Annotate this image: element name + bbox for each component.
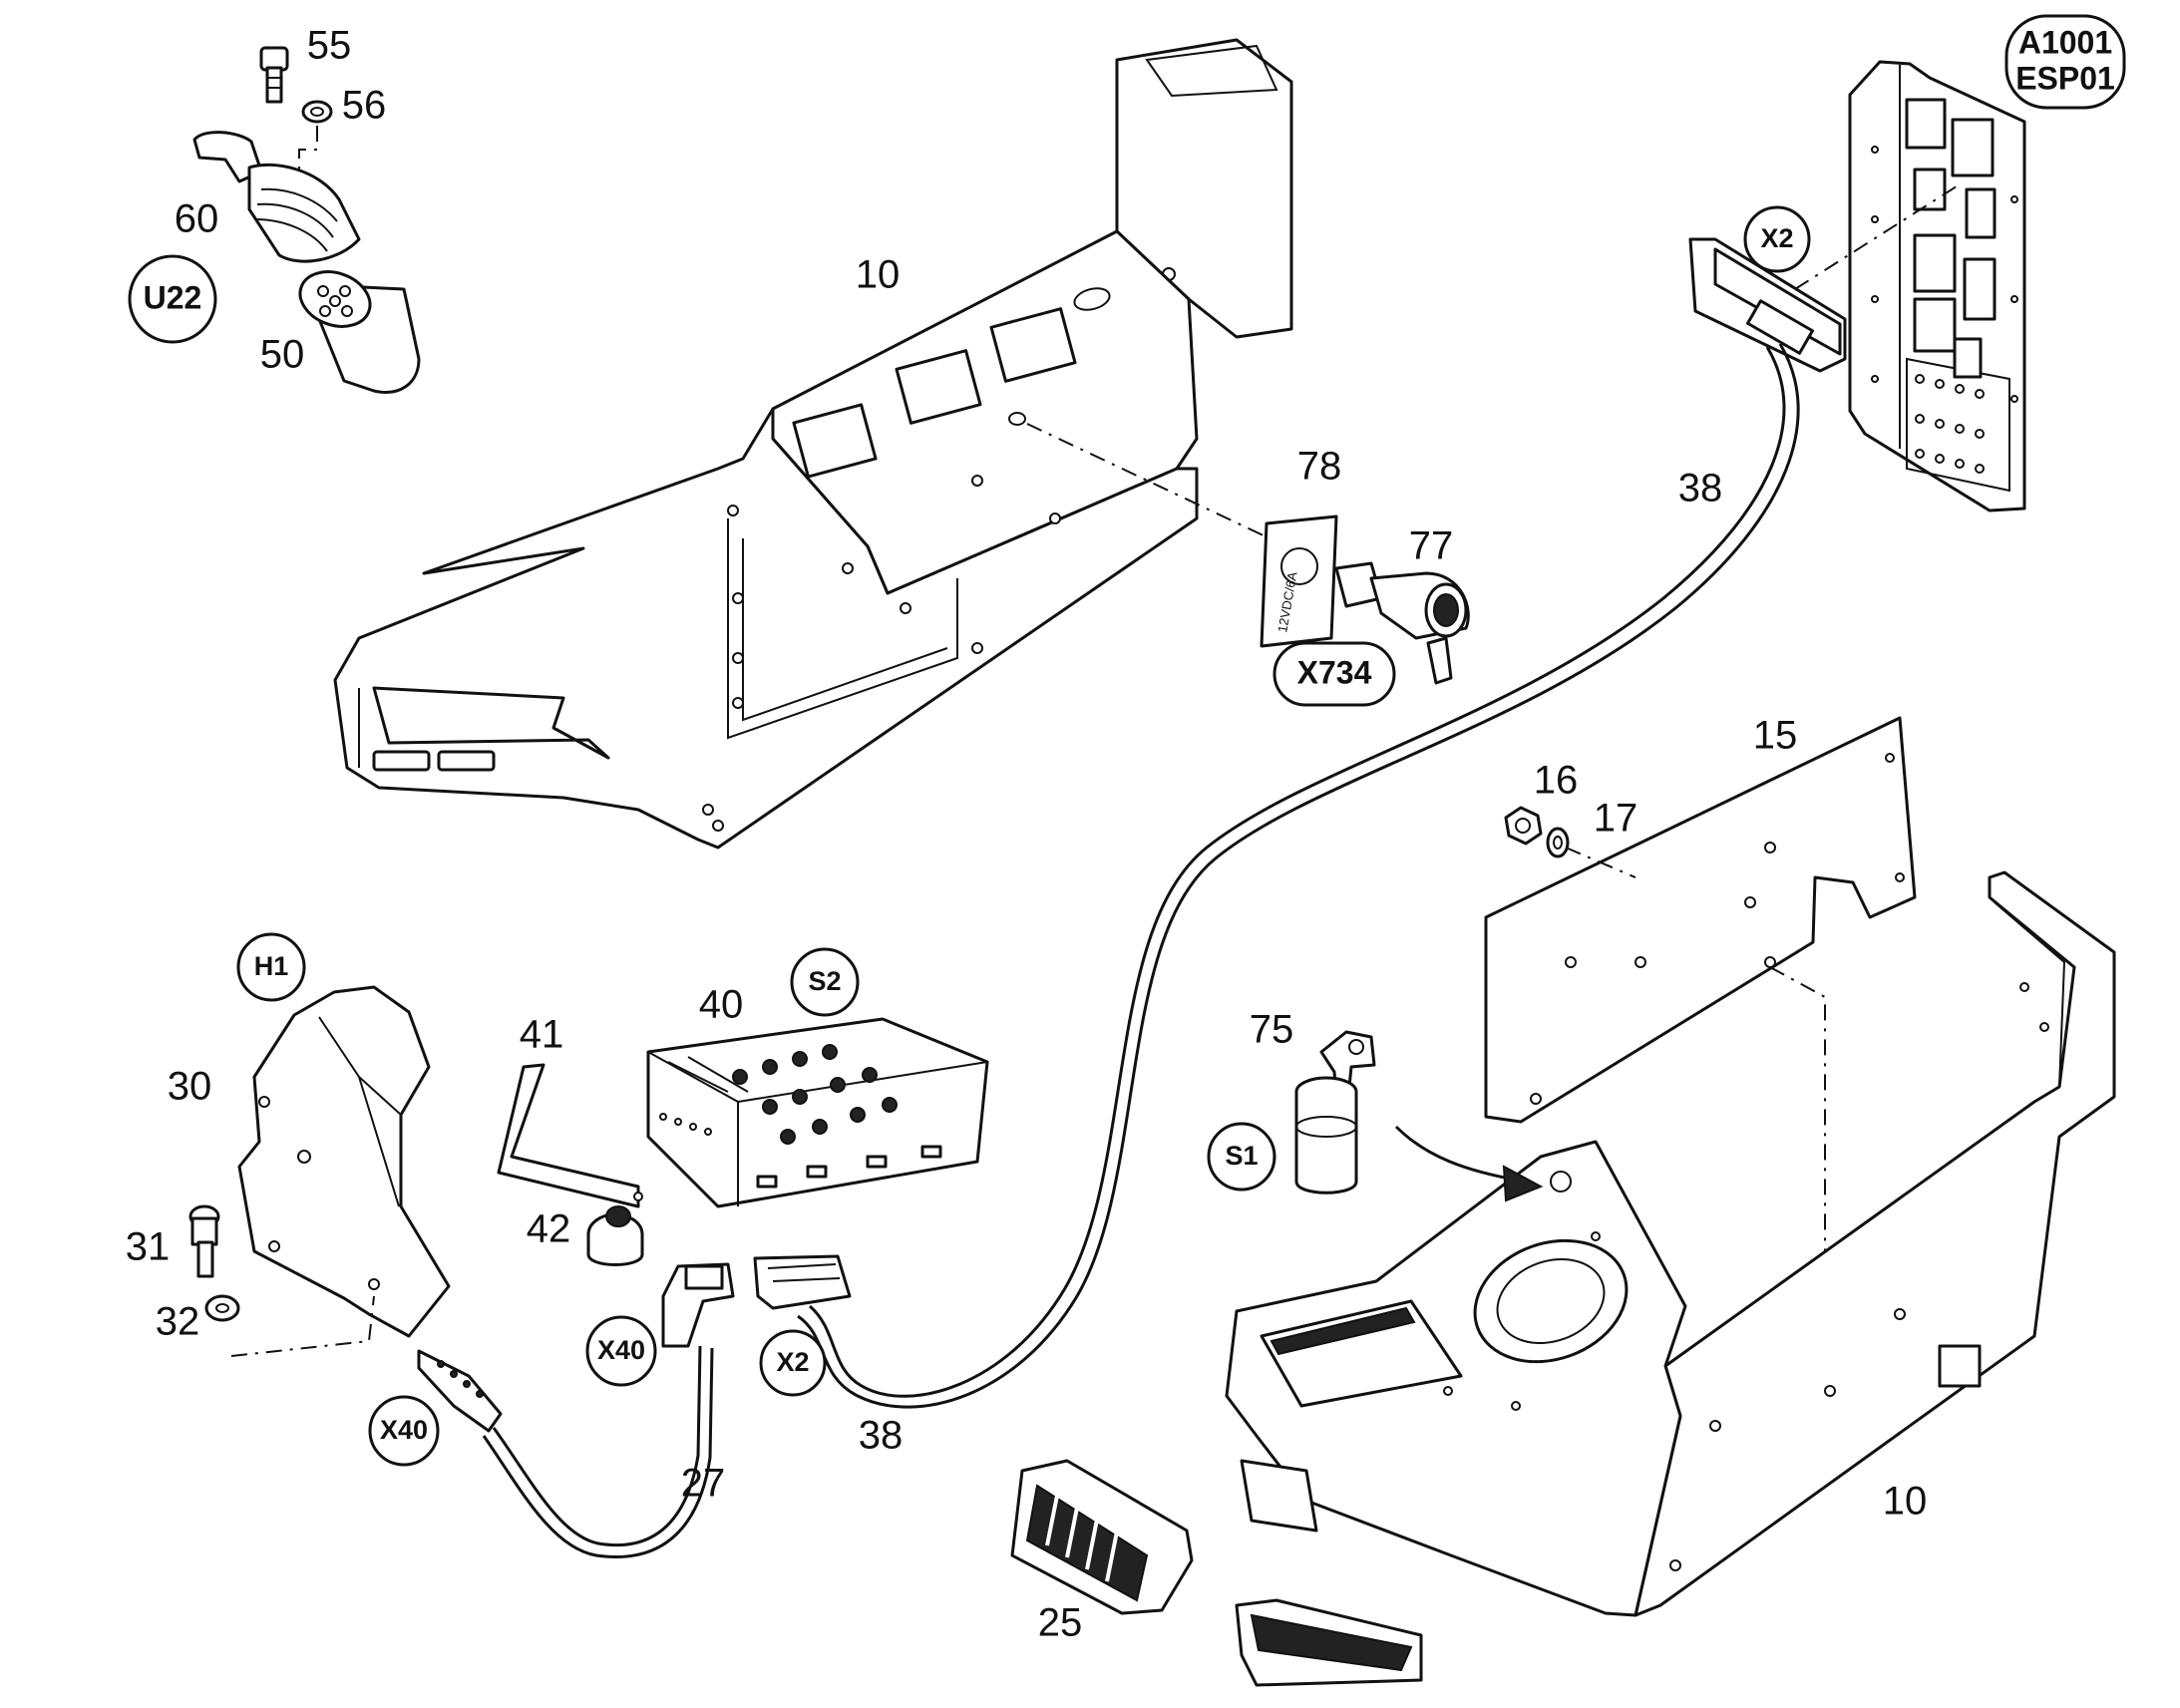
vent-25b: [1235, 1598, 1423, 1687]
tag-x40-left: X40: [368, 1395, 440, 1467]
lower-console-10: [1225, 870, 2116, 1617]
label-10-bottom: 10: [1883, 1480, 1928, 1524]
reference-tags: U22 A1001 ESP01 X2 X734 H1 S2 S1: [128, 14, 2126, 1467]
svg-text:X734: X734: [1297, 654, 1372, 690]
tag-x734: X734: [1272, 641, 1396, 707]
tag-u22: U22: [128, 254, 217, 344]
switch-panel-40: [646, 1017, 989, 1208]
svg-text:X2: X2: [1760, 223, 1793, 253]
label-15: 15: [1753, 714, 1798, 758]
svg-text:S1: S1: [1225, 1141, 1258, 1171]
nut-16: [1504, 806, 1543, 846]
svg-text:X40: X40: [380, 1415, 428, 1445]
key-switch-75: [1294, 1030, 1376, 1195]
label-38-top: 38: [1678, 467, 1723, 511]
power-socket-77: [1334, 561, 1470, 685]
upper-console-panel-10: [333, 38, 1293, 850]
label-17: 17: [1594, 797, 1638, 841]
label-42: 42: [527, 1207, 571, 1251]
label-50: 50: [260, 333, 305, 377]
label-30: 30: [168, 1065, 212, 1109]
item-number-labels: 55 56 60 50 10 78 77 38 15 16 17 41 40 3…: [126, 24, 1928, 1645]
label-32: 32: [156, 1300, 200, 1344]
tag-x40-mid: X40: [585, 1315, 657, 1387]
label-77: 77: [1409, 524, 1454, 568]
cover-30: [237, 985, 451, 1338]
ecu-board-a1001: [1848, 60, 2026, 512]
vent-25: [1010, 1459, 1194, 1615]
label-27: 27: [681, 1462, 726, 1506]
washer-56: [301, 100, 333, 124]
tag-a1001-esp01: A1001 ESP01: [2004, 14, 2126, 110]
washer-32: [204, 1294, 240, 1322]
tag-x2-mid: X2: [759, 1329, 827, 1397]
label-55: 55: [307, 24, 352, 68]
tag-s2: S2: [790, 947, 860, 1017]
svg-text:H1: H1: [254, 951, 289, 981]
tag-s1: S1: [1207, 1122, 1276, 1192]
tag-h1: H1: [236, 932, 306, 1002]
label-16: 16: [1534, 759, 1579, 803]
svg-text:S2: S2: [808, 966, 841, 996]
tag-a1001-line2: ESP01: [2015, 60, 2115, 96]
knob-42: [586, 1205, 644, 1266]
joystick-base-50: [298, 270, 421, 394]
cable-27: [482, 1345, 714, 1558]
label-10-top: 10: [856, 253, 901, 297]
label-56: 56: [342, 84, 387, 128]
bolt-55: [259, 46, 289, 104]
connector-x2-mid: [753, 1254, 852, 1310]
tag-a1001-line1: A1001: [2018, 24, 2112, 60]
cable-38: [797, 343, 1800, 1409]
back-plate-15: [1484, 716, 1917, 1124]
svg-text:X40: X40: [597, 1335, 645, 1365]
joystick-lever-60: [192, 131, 361, 263]
label-78: 78: [1297, 445, 1342, 489]
label-60: 60: [175, 197, 219, 241]
label-75: 75: [1250, 1008, 1294, 1052]
bolt-31: [188, 1204, 220, 1278]
tag-x2-top: X2: [1743, 205, 1811, 273]
label-40: 40: [699, 983, 744, 1027]
label-25: 25: [1038, 1601, 1083, 1645]
label-38-bottom: 38: [859, 1414, 904, 1458]
curved-arrow: [1394, 1125, 1544, 1202]
connector-x40-left: [417, 1349, 503, 1433]
washer-17: [1546, 827, 1570, 858]
svg-text:U22: U22: [144, 279, 202, 315]
connector-x40-mid: [661, 1262, 735, 1348]
connector-x2-top: [1688, 237, 1847, 373]
label-41: 41: [520, 1013, 564, 1057]
svg-text:X2: X2: [776, 1347, 809, 1377]
socket-plate-78: 12VDC/6A: [1260, 514, 1338, 648]
bracket-41: [497, 1063, 643, 1208]
label-31: 31: [126, 1225, 171, 1269]
joystick-assembly: [192, 46, 421, 394]
